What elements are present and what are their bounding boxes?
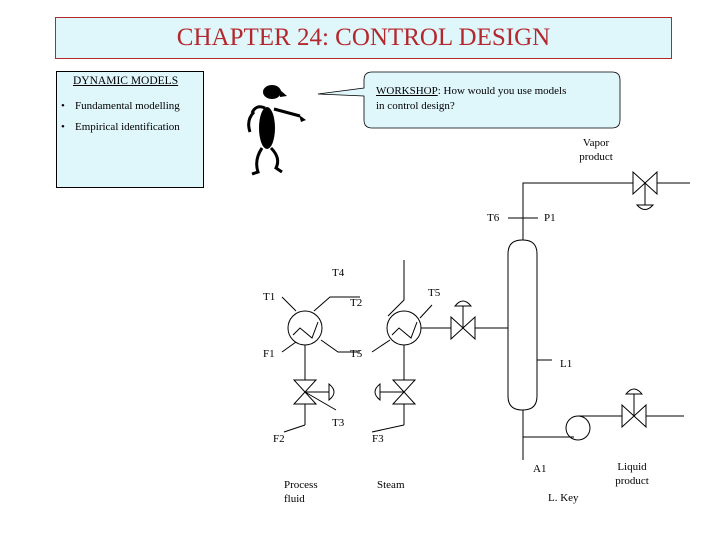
vapor-line [522, 182, 633, 240]
slide-title: CHAPTER 24: CONTROL DESIGN [176, 24, 551, 51]
models-item-label: Empirical identification [75, 121, 180, 133]
f3-label: F3 [372, 433, 384, 445]
dynamic-models-heading: DYNAMIC MODELS [73, 75, 179, 87]
f1-label: F1 [263, 348, 275, 360]
dynamic-models-box: DYNAMIC MODELS • Fundamental modelling • E… [56, 71, 204, 188]
light-key-label: L. Key [548, 492, 579, 504]
liquid-valve-icon [621, 388, 647, 429]
workshop-label: WORKSHOP [376, 85, 438, 97]
pipe-f2 [283, 424, 306, 433]
vapor-valve-icon [632, 170, 658, 210]
steam-label: Steam [377, 479, 405, 491]
bullet-icon: • [61, 100, 65, 112]
t1-label: T1 [263, 291, 276, 303]
pipe-t4-up [387, 260, 405, 317]
pipe-t2 [313, 296, 360, 312]
bottoms-pump-icon [565, 415, 591, 441]
t3-label: T3 [332, 417, 345, 429]
l1-label: L1 [560, 358, 573, 370]
pipe-f3 [371, 424, 405, 433]
models-item-label: Fundamental modelling [75, 100, 180, 112]
distillation-column [507, 239, 538, 411]
heat-exchanger-1-icon [287, 310, 323, 346]
pipe-hx2-in [371, 339, 391, 353]
p1-label: P1 [544, 212, 556, 224]
t5-top-label: T5 [428, 287, 441, 299]
pipe-f1 [281, 341, 297, 353]
bullet-icon: • [61, 121, 65, 133]
workshop-question-line1: : How would you use models [437, 85, 567, 97]
steam-valve-icon [374, 379, 417, 405]
pointing-person-icon [247, 85, 306, 176]
heat-exchanger-2-icon [386, 310, 422, 346]
pipe-t1 [281, 296, 297, 312]
t5-label: T5 [350, 348, 363, 360]
models-list-item: • Empirical identification [61, 121, 180, 133]
feed-valve-icon [450, 300, 476, 341]
pipe-t5 [320, 339, 360, 353]
pipe-t5-top [419, 304, 433, 319]
workshop-callout-bubble [317, 71, 621, 129]
workshop-question-line2: in control design? [376, 100, 455, 112]
t4-label: T4 [332, 267, 345, 279]
t6-label: T6 [487, 212, 500, 224]
workshop-callout-text: WORKSHOP: How would you use models in co… [376, 84, 566, 114]
f2-label: F2 [273, 433, 285, 445]
title-banner: CHAPTER 24: CONTROL DESIGN [55, 17, 672, 59]
a1-label: A1 [533, 463, 547, 475]
models-list-item: • Fundamental modelling [61, 100, 180, 112]
process-fluid-valve-icon [292, 379, 335, 405]
pipe-t3 [304, 391, 337, 411]
t2-label: T2 [350, 297, 363, 309]
